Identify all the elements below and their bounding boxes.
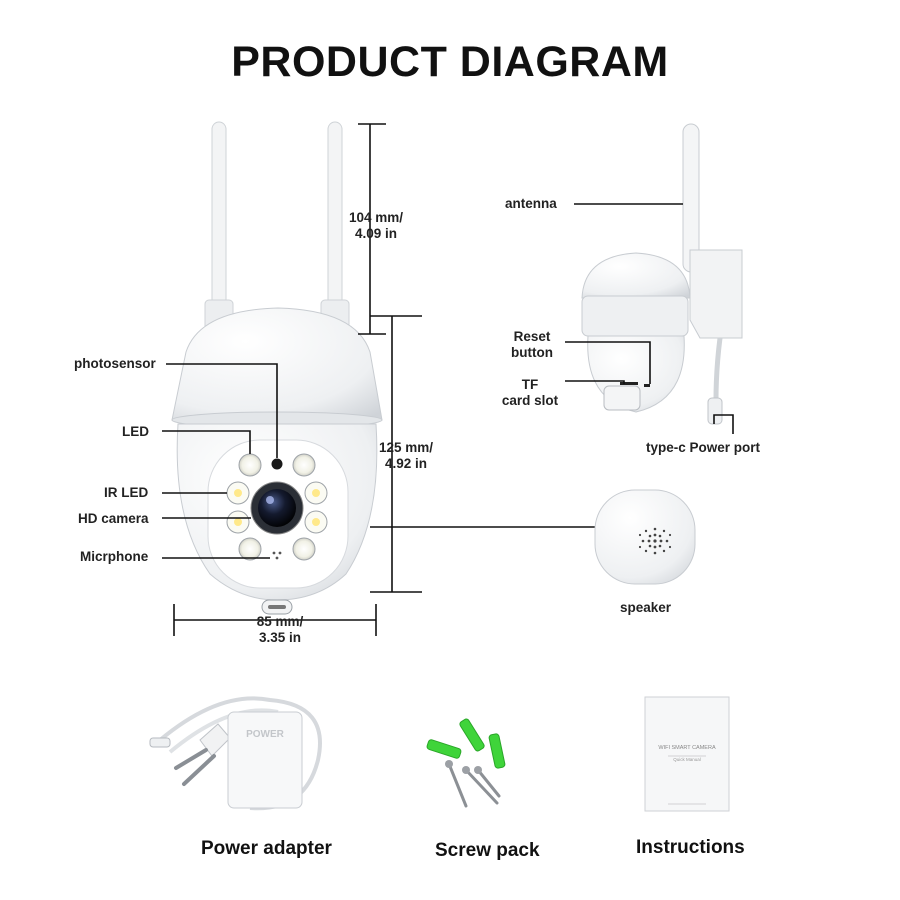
adapter-print: POWER [246, 729, 285, 740]
label-led: LED [122, 424, 149, 439]
manual-title: WIFI SMART CAMERA [658, 745, 716, 751]
microphone-holes [272, 551, 282, 560]
label-tf-card-slot: TF card slot [501, 377, 559, 408]
photosensor-dot [271, 458, 283, 470]
reset-hole [644, 384, 650, 387]
caption-instructions: Instructions [636, 837, 745, 858]
screw-pack-image [426, 718, 506, 808]
led-cluster [226, 453, 328, 561]
speaker-grille [638, 527, 672, 555]
instructions-booklet-image: WIFI SMART CAMERA Quick Manual [644, 696, 730, 812]
label-microphone: Micrphone [80, 549, 149, 564]
label-speaker: speaker [620, 600, 672, 615]
caption-screw-pack: Screw pack [435, 840, 540, 861]
dimension-lines [173, 123, 595, 636]
label-type-c-port: type-c Power port [646, 440, 761, 455]
label-antenna: antenna [505, 196, 557, 211]
label-reset-button: Reset button [511, 329, 553, 360]
page-title: PRODUCT DIAGRAM [231, 38, 669, 86]
label-hd-camera: HD camera [78, 511, 149, 526]
leader-lines-main [162, 363, 278, 559]
caption-power-adapter: Power adapter [201, 838, 332, 859]
leader-lines-back [565, 203, 734, 434]
label-ir-led: IR LED [104, 485, 149, 500]
dimension-antenna-height: 104 mm/ 4.09 in [348, 210, 404, 241]
dimension-body-width: 85 mm/ 3.35 in [256, 614, 304, 645]
power-adapter-image: POWER [149, 696, 322, 811]
label-photosensor: photosensor [74, 356, 156, 371]
tf-slot [620, 382, 638, 385]
speaker-detail [594, 489, 696, 585]
main-camera [171, 121, 383, 615]
back-view-camera [581, 123, 743, 425]
manual-line: Quick Manual [673, 757, 701, 762]
dimension-body-height: 125 mm/ 4.92 in [378, 440, 434, 471]
